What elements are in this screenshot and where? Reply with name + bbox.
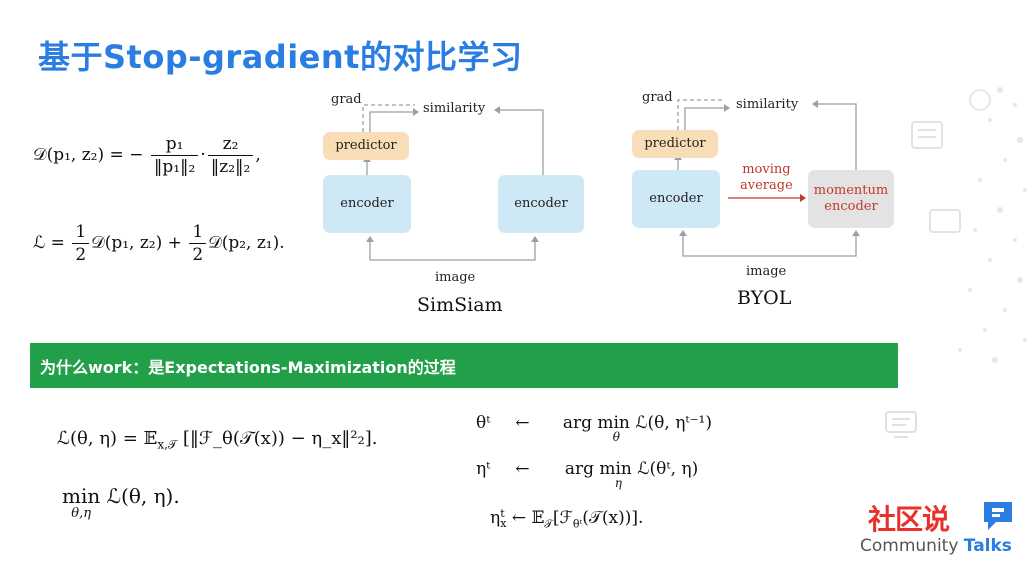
fraction-p-numerator: p₁ bbox=[150, 134, 199, 156]
theta-arrow: ← bbox=[515, 413, 530, 433]
em-loss-lhs: ℒ(θ, η) = 𝔼 bbox=[57, 428, 158, 449]
theta-lhs: θᵗ bbox=[476, 413, 491, 433]
fraction-half-1: 1 2 bbox=[72, 222, 90, 265]
fraction-p-denominator: ‖p₁‖₂ bbox=[153, 157, 196, 177]
simsiam-encoder-right-box: encoder bbox=[498, 175, 584, 233]
theta-argmin-word: arg min bbox=[562, 413, 630, 433]
logo-en-talks: Talks bbox=[963, 536, 1012, 556]
logo-english-text: Community Talks bbox=[860, 536, 1012, 556]
etax-lhs: η bbox=[490, 508, 501, 528]
byol-average-label: average bbox=[740, 178, 793, 193]
fraction-half-2: 1 2 bbox=[189, 222, 207, 265]
simsiam-image-label: image bbox=[435, 270, 476, 285]
eta-argmin: arg min η bbox=[565, 459, 632, 490]
fraction-half-2-numerator: 1 bbox=[189, 222, 207, 244]
formula-dot: · bbox=[200, 145, 206, 165]
eta-argmin-sub: η bbox=[614, 476, 622, 490]
fraction-half-2-denominator: 2 bbox=[192, 245, 204, 265]
formula-em-loss: ℒ(θ, η) = 𝔼x,𝒯 [‖ℱ_θ(𝒯(x)) − η_x‖²₂]. bbox=[57, 428, 378, 453]
speech-bubble-icon bbox=[984, 502, 1012, 530]
fraction-z: z₂ ‖z₂‖₂ bbox=[207, 134, 254, 177]
byol-moving-average-label: moving average bbox=[740, 162, 793, 194]
formula-min: min θ,η ℒ(θ, η). bbox=[62, 484, 180, 521]
etax-body-sub: θᵗ bbox=[572, 517, 583, 531]
decorative-pattern bbox=[911, 87, 1027, 363]
monitor-icon bbox=[885, 411, 917, 438]
eta-rhs: ℒ(θᵗ, η) bbox=[637, 459, 699, 479]
simsiam-arrows bbox=[362, 104, 544, 261]
formula-l-lhs: ℒ = bbox=[33, 233, 65, 253]
section-banner: 为什么work：是Expectations-Maximization的过程 bbox=[30, 343, 898, 388]
theta-rhs: ℒ(θ, ηᵗ⁻¹) bbox=[635, 413, 712, 433]
banner-text: 为什么work：是Expectations-Maximization的过程 bbox=[40, 358, 456, 377]
byol-momentum-line1: momentum bbox=[813, 183, 889, 198]
byol-caption: BYOL bbox=[737, 287, 792, 309]
simsiam-encoder-left-box: encoder bbox=[323, 175, 411, 233]
byol-momentum-encoder-box: momentum encoder bbox=[808, 170, 894, 228]
fraction-half-1-denominator: 2 bbox=[75, 245, 87, 265]
byol-grad-label: grad bbox=[642, 90, 673, 105]
eta-argmin-word: arg min bbox=[564, 459, 632, 479]
byol-encoder-box: encoder bbox=[632, 170, 720, 228]
formula-symmetric-loss: ℒ = 1 2 𝒟(p₁, z₂) + 1 2 𝒟(p₂, z₁). bbox=[33, 222, 285, 265]
formula-d-lhs: 𝒟(p₁, z₂) = − bbox=[33, 145, 144, 165]
simsiam-predictor-box: predictor bbox=[323, 132, 409, 160]
byol-diagram: grad similarity predictor encoder moving… bbox=[628, 86, 898, 321]
formula-d-tail: , bbox=[255, 145, 261, 165]
formula-l-tail: 𝒟(p₂, z₁). bbox=[208, 233, 285, 253]
byol-predictor-box: predictor bbox=[632, 130, 718, 158]
fraction-z-numerator: z₂ bbox=[207, 134, 254, 156]
byol-similarity-label: similarity bbox=[736, 97, 799, 112]
eta-arrow: ← bbox=[515, 459, 530, 479]
min-subscript: θ,η bbox=[71, 506, 91, 521]
fraction-p: p₁ ‖p₁‖₂ bbox=[150, 134, 199, 177]
em-loss-body: [‖ℱ_θ(𝒯(x)) − η_x‖²₂]. bbox=[182, 428, 378, 449]
slide-title: 基于Stop-gradient的对比学习 bbox=[38, 38, 523, 76]
etax-sub: x bbox=[500, 516, 507, 530]
simsiam-caption: SimSiam bbox=[417, 294, 503, 316]
theta-argmin-sub: θ bbox=[612, 430, 620, 444]
fraction-half-1-numerator: 1 bbox=[72, 222, 90, 244]
eta-lhs: ηᵗ bbox=[476, 459, 491, 479]
byol-arrows bbox=[674, 99, 860, 257]
formula-eta-update: ηᵗ ← arg min η ℒ(θᵗ, η) bbox=[476, 459, 698, 490]
etax-rhs-sub: 𝒯 bbox=[544, 517, 553, 531]
formula-theta-update: θᵗ ← arg min θ ℒ(θ, ηᵗ⁻¹) bbox=[476, 413, 712, 444]
simsiam-similarity-label: similarity bbox=[423, 101, 486, 116]
formula-d-definition: 𝒟(p₁, z₂) = − p₁ ‖p₁‖₂ · z₂ ‖z₂‖₂ , bbox=[33, 134, 261, 177]
etax-body: [ℱ bbox=[552, 508, 573, 528]
simsiam-diagram: grad similarity predictor encoder encode… bbox=[315, 90, 584, 320]
community-talks-logo: 社区说 Community Talks bbox=[860, 498, 1030, 563]
byol-image-label: image bbox=[746, 264, 787, 279]
min-operator: min θ,η bbox=[62, 484, 100, 521]
simsiam-grad-label: grad bbox=[331, 92, 362, 107]
etax-sup: t bbox=[500, 506, 505, 520]
etax-rhs: ← 𝔼 bbox=[511, 508, 545, 528]
min-word: min bbox=[62, 484, 101, 508]
em-loss-sub: x,𝒯 bbox=[157, 437, 178, 452]
formula-l-mid: 𝒟(p₁, z₂) + bbox=[91, 233, 182, 253]
byol-moving-label: moving bbox=[742, 162, 791, 177]
logo-en-community: Community bbox=[860, 536, 964, 556]
min-body: ℒ(θ, η). bbox=[106, 484, 180, 508]
fraction-z-denominator: ‖z₂‖₂ bbox=[210, 157, 251, 177]
theta-argmin: arg min θ bbox=[563, 413, 630, 444]
logo-chinese-text: 社区说 bbox=[868, 503, 950, 536]
byol-momentum-line2: encoder bbox=[824, 199, 878, 214]
etax-body-tail: (𝒯(x))]. bbox=[582, 508, 644, 528]
